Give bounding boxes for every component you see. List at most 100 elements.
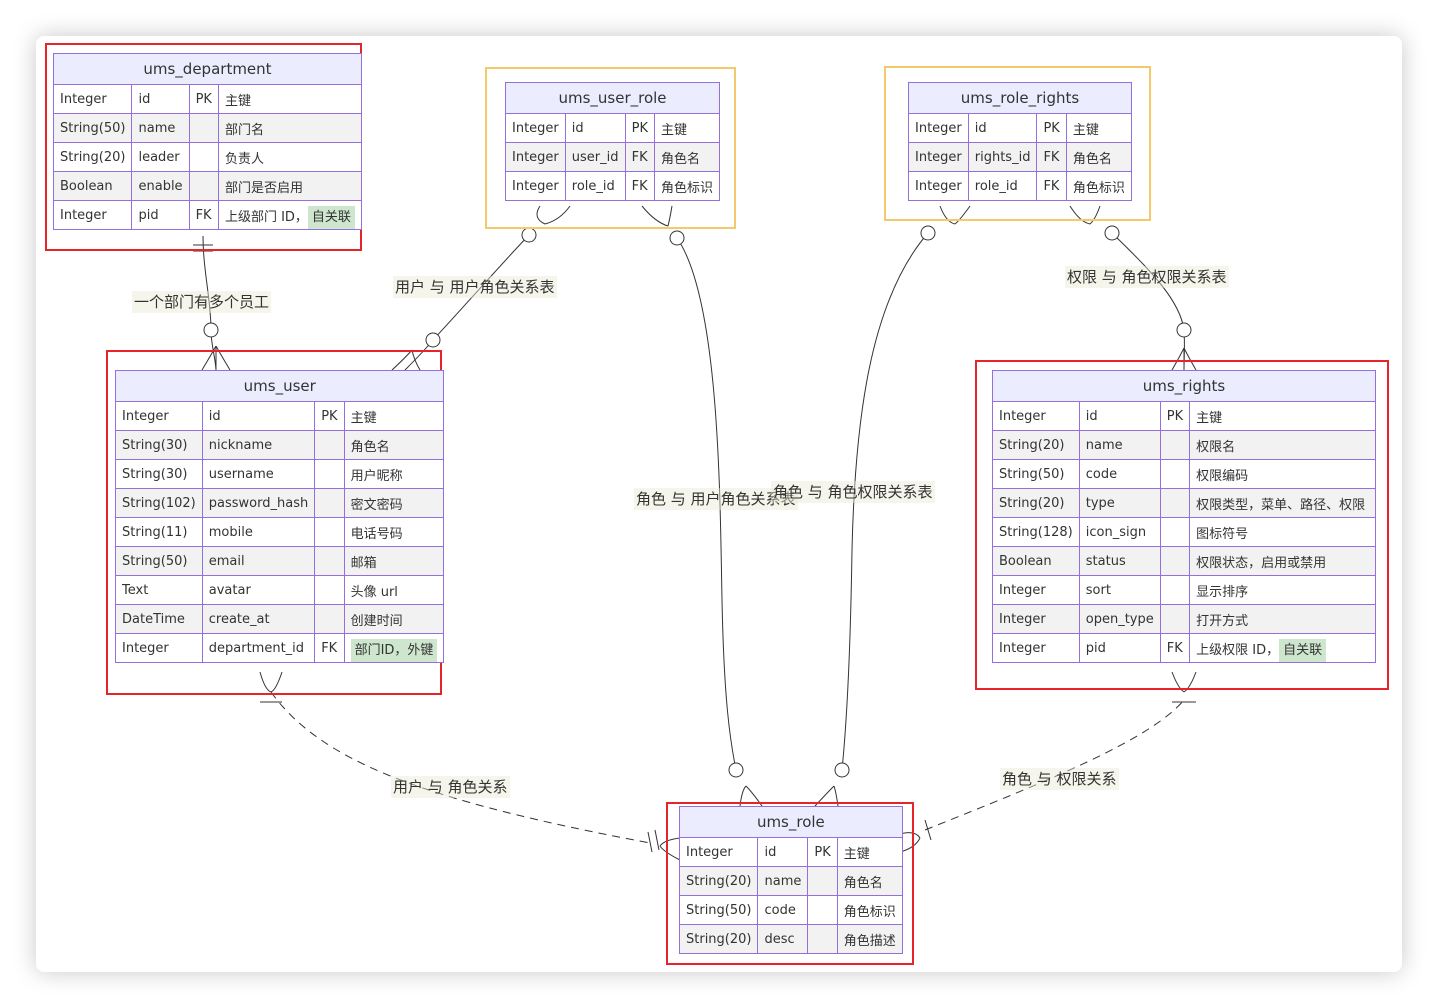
attribute-comment-text: 邮箱 — [350, 555, 377, 571]
attribute-field-text: rights_id — [974, 149, 1031, 165]
attribute-comment-text: 权限名 — [1196, 439, 1236, 455]
attribute-comment: 角色名 — [1065, 142, 1133, 172]
attribute-field: user_id — [564, 142, 626, 172]
attribute-field: leader — [131, 142, 190, 172]
attribute-type-text: Integer — [915, 178, 962, 194]
attribute-comment: 显示排序 — [1189, 575, 1376, 605]
attribute-type-text: Integer — [999, 611, 1046, 627]
highlight-ums-role-rights — [884, 66, 1151, 221]
attribute-comment: 电话号码 — [343, 517, 445, 547]
attribute-type: String(30) — [115, 459, 203, 489]
attribute-field-text: id — [974, 120, 987, 136]
attribute-field-text: role_id — [571, 178, 615, 194]
attribute-comment: 创建时间 — [343, 604, 445, 634]
entity-title: ums_role — [679, 806, 903, 838]
attribute-field-text: open_type — [1085, 611, 1154, 627]
attribute-type: Integer — [992, 604, 1080, 634]
attribute-type: Integer — [52, 84, 133, 114]
attribute-type-text: String(50) — [999, 466, 1065, 482]
attribute-field-text: username — [208, 466, 274, 482]
attribute-field: code — [1078, 459, 1161, 489]
attribute-comment-text: 显示排序 — [1196, 584, 1249, 600]
attribute-comment: 主键 — [1189, 401, 1376, 431]
attribute-field: password_hash — [201, 488, 316, 518]
attribute-type-text: String(30) — [122, 437, 188, 453]
attribute-comment: 主键 — [343, 401, 445, 431]
attribute-key — [1159, 459, 1191, 489]
attribute-field: id — [201, 401, 316, 431]
attribute-comment: 角色标识 — [836, 895, 903, 925]
attribute-type: Integer — [908, 171, 969, 201]
attribute-comment: 角色标识 — [1065, 171, 1133, 201]
attribute-type-text: Text — [122, 582, 149, 598]
attribute-type: Integer — [992, 575, 1080, 605]
attribute-type: Integer — [505, 171, 566, 201]
edge-user-role — [270, 691, 651, 844]
attribute-field: id — [564, 113, 626, 143]
attribute-field: status — [1078, 546, 1161, 576]
attribute-field-text: icon_sign — [1085, 524, 1147, 540]
relation-label-role-rolerights: 角色 与 角色权限关系表 — [771, 481, 935, 503]
attribute-type-text: Integer — [122, 408, 169, 424]
attribute-comment-text: 主键 — [350, 410, 377, 426]
attribute-field-text: pid — [138, 207, 159, 223]
attribute-key-text: FK — [631, 178, 648, 194]
attribute-comment-text: 主键 — [1196, 410, 1223, 426]
attribute-type-text: String(20) — [60, 149, 126, 165]
attribute-field: username — [201, 459, 316, 489]
attribute-type-text: String(11) — [122, 524, 188, 540]
attribute-comment-text: 部门名 — [224, 122, 264, 138]
attribute-field: name — [1078, 430, 1161, 460]
attribute-key — [1159, 575, 1191, 605]
attribute-key-text: PK — [631, 120, 648, 136]
attribute-type: Integer — [992, 633, 1080, 663]
attribute-type: Boolean — [992, 546, 1080, 576]
attribute-comment-text: 负责人 — [224, 151, 264, 167]
attribute-field: desc — [757, 924, 809, 954]
attribute-type-text: String(102) — [122, 495, 196, 511]
attribute-key — [1159, 517, 1191, 547]
attribute-field-text: password_hash — [208, 495, 309, 511]
attribute-comment-text: 电话号码 — [350, 526, 403, 542]
attribute-comment-text: 密文密码 — [350, 497, 403, 513]
attribute-field-text: desc — [764, 931, 795, 947]
attribute-type-text: String(20) — [686, 873, 752, 889]
attribute-key: PK — [1036, 113, 1067, 143]
edge-role-rights — [924, 699, 1185, 831]
attribute-comment: 权限类型，菜单、路径、权限 — [1189, 488, 1376, 518]
attribute-comment: 角色名 — [343, 430, 445, 460]
edge-rolerights-rights — [1111, 232, 1185, 371]
comment-tag: 部门ID，外键 — [350, 638, 438, 662]
relation-label-user-userrole: 用户 与 用户角色关系表 — [393, 276, 557, 298]
attribute-field: icon_sign — [1078, 517, 1161, 547]
attribute-field: role_id — [967, 171, 1038, 201]
attribute-field: email — [201, 546, 316, 576]
attribute-type: String(20) — [992, 488, 1080, 518]
attribute-key — [314, 604, 345, 634]
highlight-ums-rights — [975, 360, 1389, 690]
attribute-field-text: role_id — [974, 178, 1018, 194]
attribute-key: FK — [314, 633, 345, 663]
attribute-field-text: id — [208, 408, 221, 424]
attribute-field: name — [131, 113, 190, 143]
attribute-comment-text: 部门是否启用 — [224, 180, 303, 196]
attribute-key — [314, 430, 345, 460]
attribute-field-text: name — [1085, 437, 1123, 453]
edge-user-userrole — [404, 234, 530, 371]
attribute-type: Boolean — [52, 171, 133, 201]
attribute-type-text: Integer — [512, 120, 559, 136]
attribute-comment-text: 角色名 — [1072, 151, 1112, 167]
